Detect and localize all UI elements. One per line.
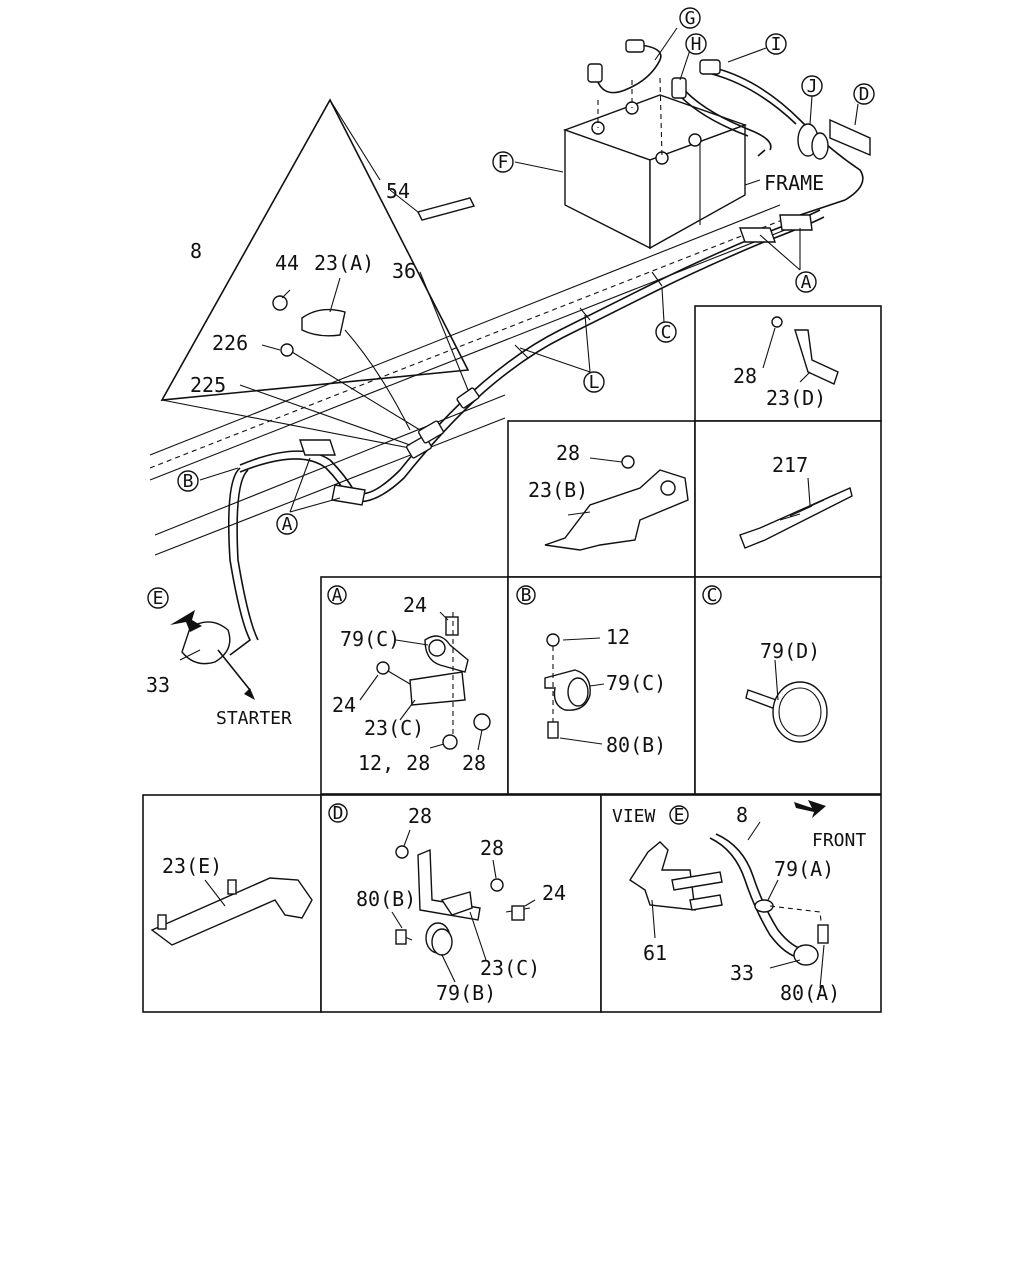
callout-A-left-text: A bbox=[282, 514, 293, 535]
panel-B-tag: B bbox=[521, 585, 532, 606]
callout-F: F bbox=[492, 151, 514, 173]
label-226: 226 bbox=[212, 331, 248, 355]
frame-rails bbox=[149, 204, 796, 556]
label-8: 8 bbox=[190, 239, 202, 263]
panel-view-E-80A: 80(A) bbox=[780, 981, 840, 1005]
panel-23D-23D: 23(D) bbox=[766, 386, 826, 410]
callout-D: D bbox=[853, 83, 875, 105]
callout-I-text: I bbox=[771, 34, 782, 55]
label-frame: FRAME bbox=[764, 171, 824, 195]
panel-view-E-view: VIEW bbox=[612, 806, 656, 827]
panel-view-E-79A: 79(A) bbox=[774, 857, 834, 881]
callout-B-text: B bbox=[183, 471, 194, 492]
label-44: 44 bbox=[275, 251, 299, 275]
callout-A-left: A bbox=[276, 513, 298, 535]
panel-23B: 28 23(B) bbox=[507, 420, 696, 578]
callout-D-text: D bbox=[859, 84, 870, 105]
callout-E: E bbox=[147, 587, 169, 609]
panel-view-E-61: 61 bbox=[643, 941, 667, 965]
panel-A-28: 28 bbox=[462, 751, 486, 775]
panel-A-12-28: 12, 28 bbox=[358, 751, 430, 775]
label-23A: 23(A) bbox=[314, 251, 374, 275]
callout-C: C bbox=[655, 321, 677, 343]
panel-23E-23E: 23(E) bbox=[162, 854, 222, 878]
panel-A-23C: 23(C) bbox=[364, 716, 424, 740]
panel-A-tag: A bbox=[332, 585, 343, 606]
label-33: 33 bbox=[146, 673, 170, 697]
panel-view-E-8: 8 bbox=[736, 803, 748, 827]
panel-D-79B: 79(B) bbox=[436, 981, 496, 1005]
panel-C-79D: 79(D) bbox=[760, 639, 820, 663]
panel-D-28b: 28 bbox=[480, 836, 504, 860]
panel-D-tag: D bbox=[333, 803, 344, 824]
callout-C-text: C bbox=[661, 322, 672, 343]
detail-triangle bbox=[160, 98, 470, 451]
callout-G: G bbox=[679, 7, 701, 29]
callout-H-text: H bbox=[691, 34, 702, 55]
panel-view-E-33: 33 bbox=[730, 961, 754, 985]
callout-I: I bbox=[765, 33, 787, 55]
panel-23D: 28 23(D) bbox=[694, 305, 882, 422]
callout-A-right: A bbox=[795, 271, 817, 293]
label-54: 54 bbox=[386, 179, 410, 203]
panel-B: B 12 79(C) 80(B) bbox=[507, 576, 696, 795]
callout-H: H bbox=[685, 33, 707, 55]
callout-B: B bbox=[177, 470, 199, 492]
panel-view-E: VIEW E 8 FRONT 79(A) 61 33 80(A) bbox=[600, 794, 882, 1013]
callout-L: L bbox=[583, 371, 605, 393]
panel-D: D 28 28 80(B) 24 23(C) 79(B) bbox=[320, 794, 602, 1013]
main-leaders bbox=[170, 27, 859, 661]
panel-view-E-front: FRONT bbox=[812, 830, 866, 851]
callout-J: J bbox=[801, 75, 823, 97]
callout-E-text: E bbox=[153, 588, 164, 609]
callout-A-right-text: A bbox=[801, 272, 812, 293]
panel-D-28a: 28 bbox=[408, 804, 432, 828]
panel-A-79C: 79(C) bbox=[340, 627, 400, 651]
panel-23E: 23(E) bbox=[142, 794, 322, 1013]
panel-23B-23B: 23(B) bbox=[528, 478, 588, 502]
panel-view-E-tag: E bbox=[674, 805, 685, 826]
panel-A: A 24 79(C) 24 23(C) 12, 28 28 bbox=[320, 576, 509, 795]
battery-box bbox=[562, 77, 748, 250]
panel-C: C 79(D) bbox=[694, 576, 882, 795]
panel-B-12: 12 bbox=[606, 625, 630, 649]
panel-23D-28: 28 bbox=[733, 364, 757, 388]
panel-D-24: 24 bbox=[542, 881, 566, 905]
callout-F-text: F bbox=[498, 152, 509, 173]
label-starter: STARTER bbox=[216, 708, 292, 729]
panel-217-217: 217 bbox=[772, 453, 808, 477]
panel-D-80B: 80(B) bbox=[356, 887, 416, 911]
callout-J-text: J bbox=[807, 76, 818, 97]
callout-G-text: G bbox=[685, 8, 696, 29]
panel-C-tag: C bbox=[707, 585, 718, 606]
battery-cables bbox=[587, 39, 871, 216]
label-225: 225 bbox=[190, 373, 226, 397]
panel-217: 217 bbox=[694, 420, 882, 578]
panel-A-24a: 24 bbox=[403, 593, 427, 617]
panel-23B-28: 28 bbox=[556, 441, 580, 465]
triangle-parts bbox=[272, 197, 476, 431]
callout-L-text: L bbox=[589, 372, 600, 393]
label-36: 36 bbox=[392, 259, 416, 283]
panel-A-24b: 24 bbox=[332, 693, 356, 717]
panel-B-79C: 79(C) bbox=[606, 671, 666, 695]
panel-B-80B: 80(B) bbox=[606, 733, 666, 757]
panel-D-23C: 23(C) bbox=[480, 956, 540, 980]
